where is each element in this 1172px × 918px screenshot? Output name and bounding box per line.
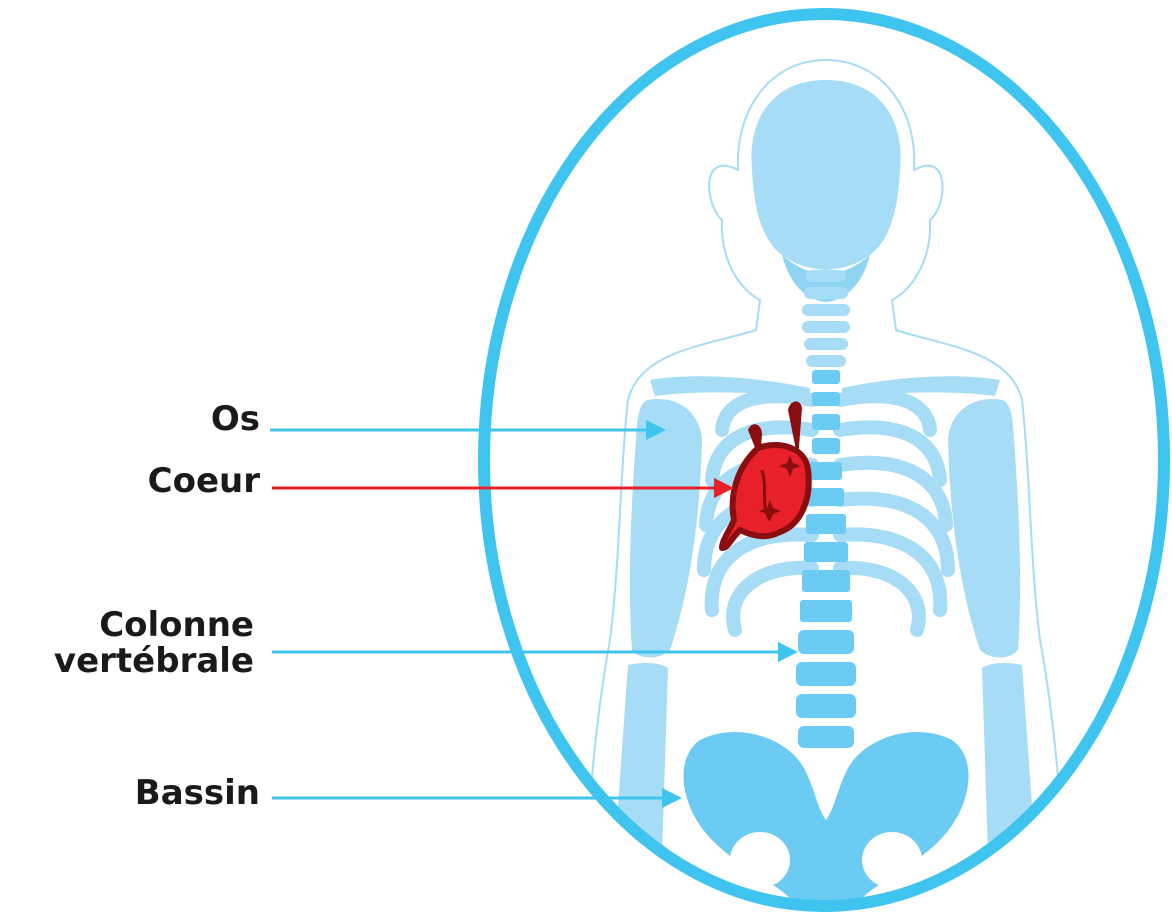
left-forearm <box>610 663 668 918</box>
label-coeur: Coeur <box>148 464 260 500</box>
pelvis-hole-left <box>730 832 790 888</box>
pointer-os <box>270 420 666 440</box>
left-humerus <box>630 399 702 657</box>
pelvis-hole-right <box>862 832 922 888</box>
label-colonne-line1: Colonne <box>54 608 254 644</box>
right-humerus <box>948 399 1020 657</box>
label-colonne-line2: vertébrale <box>54 644 254 680</box>
label-colonne-vertebrale: Colonne vertébrale <box>54 608 254 679</box>
skull <box>751 80 900 270</box>
right-forearm <box>982 663 1040 918</box>
label-bassin: Bassin <box>135 776 260 812</box>
pointer-colonne <box>272 642 798 662</box>
label-os: Os <box>211 402 260 438</box>
